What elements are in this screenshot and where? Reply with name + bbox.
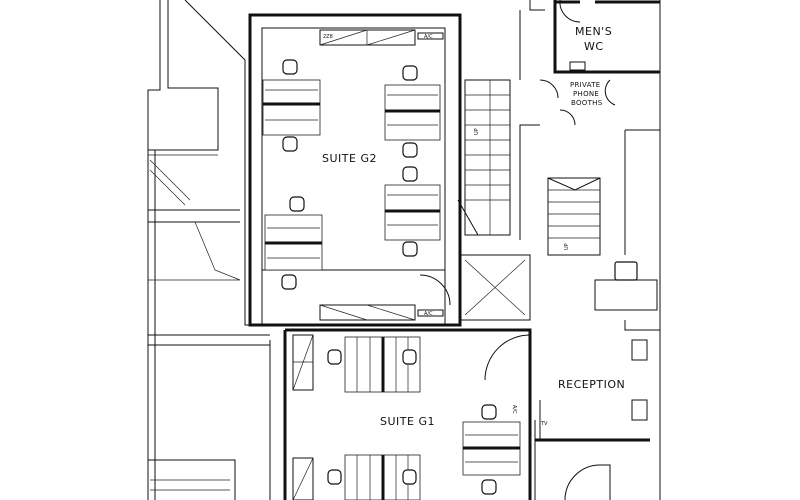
desk-cluster <box>327 336 421 393</box>
suite-g2: 2Z8 A/C A/C SUITE G2 <box>248 13 462 327</box>
room-label-mens-wc-1: MEN'S <box>575 25 612 38</box>
desk-cluster <box>462 404 521 495</box>
ac-unit-bottom <box>417 309 444 317</box>
staircase-2: UP <box>547 177 601 256</box>
room-label-suite-g1: SUITE G1 <box>380 415 435 428</box>
phone-booths: PRIVATE PHONE BOOTHS <box>539 79 661 500</box>
ac-unit <box>417 32 444 40</box>
storage-cabinet-bottom <box>319 304 416 321</box>
reception-furniture <box>594 261 660 421</box>
room-label-reception: RECEPTION <box>558 378 625 391</box>
ac-label-bottom: A/C <box>424 311 433 317</box>
desk-cluster <box>264 196 323 290</box>
desk-cluster <box>327 454 421 500</box>
lobby <box>419 0 545 321</box>
ac-label: A/C <box>424 34 433 40</box>
stairs-2-up-label: UP <box>564 243 570 250</box>
storage-cabinet <box>319 29 416 46</box>
room-label-phone-2: PHONE <box>573 90 599 98</box>
ac-label-reception: A/C <box>511 405 517 414</box>
desk-cluster <box>384 166 441 257</box>
room-label-phone-1: PRIVATE <box>570 81 601 89</box>
room-label-mens-wc-2: WC <box>584 40 604 53</box>
suite-g1: SUITE G1 <box>269 328 532 500</box>
desk-cluster <box>384 65 441 158</box>
left-wing-walls <box>147 0 285 500</box>
room-label-phone-3: BOOTHS <box>571 99 603 107</box>
staircase: UP <box>457 79 511 236</box>
mens-wc: MEN'S WC <box>553 0 661 130</box>
desk-cluster <box>262 59 321 152</box>
room-label-suite-g2: SUITE G2 <box>322 152 377 165</box>
cabinet-label: 2Z8 <box>323 34 333 40</box>
tv-label: TV <box>540 421 548 427</box>
reception: RECEPTION TV A/C <box>484 334 650 500</box>
stairs-up-label: UP <box>474 128 480 135</box>
